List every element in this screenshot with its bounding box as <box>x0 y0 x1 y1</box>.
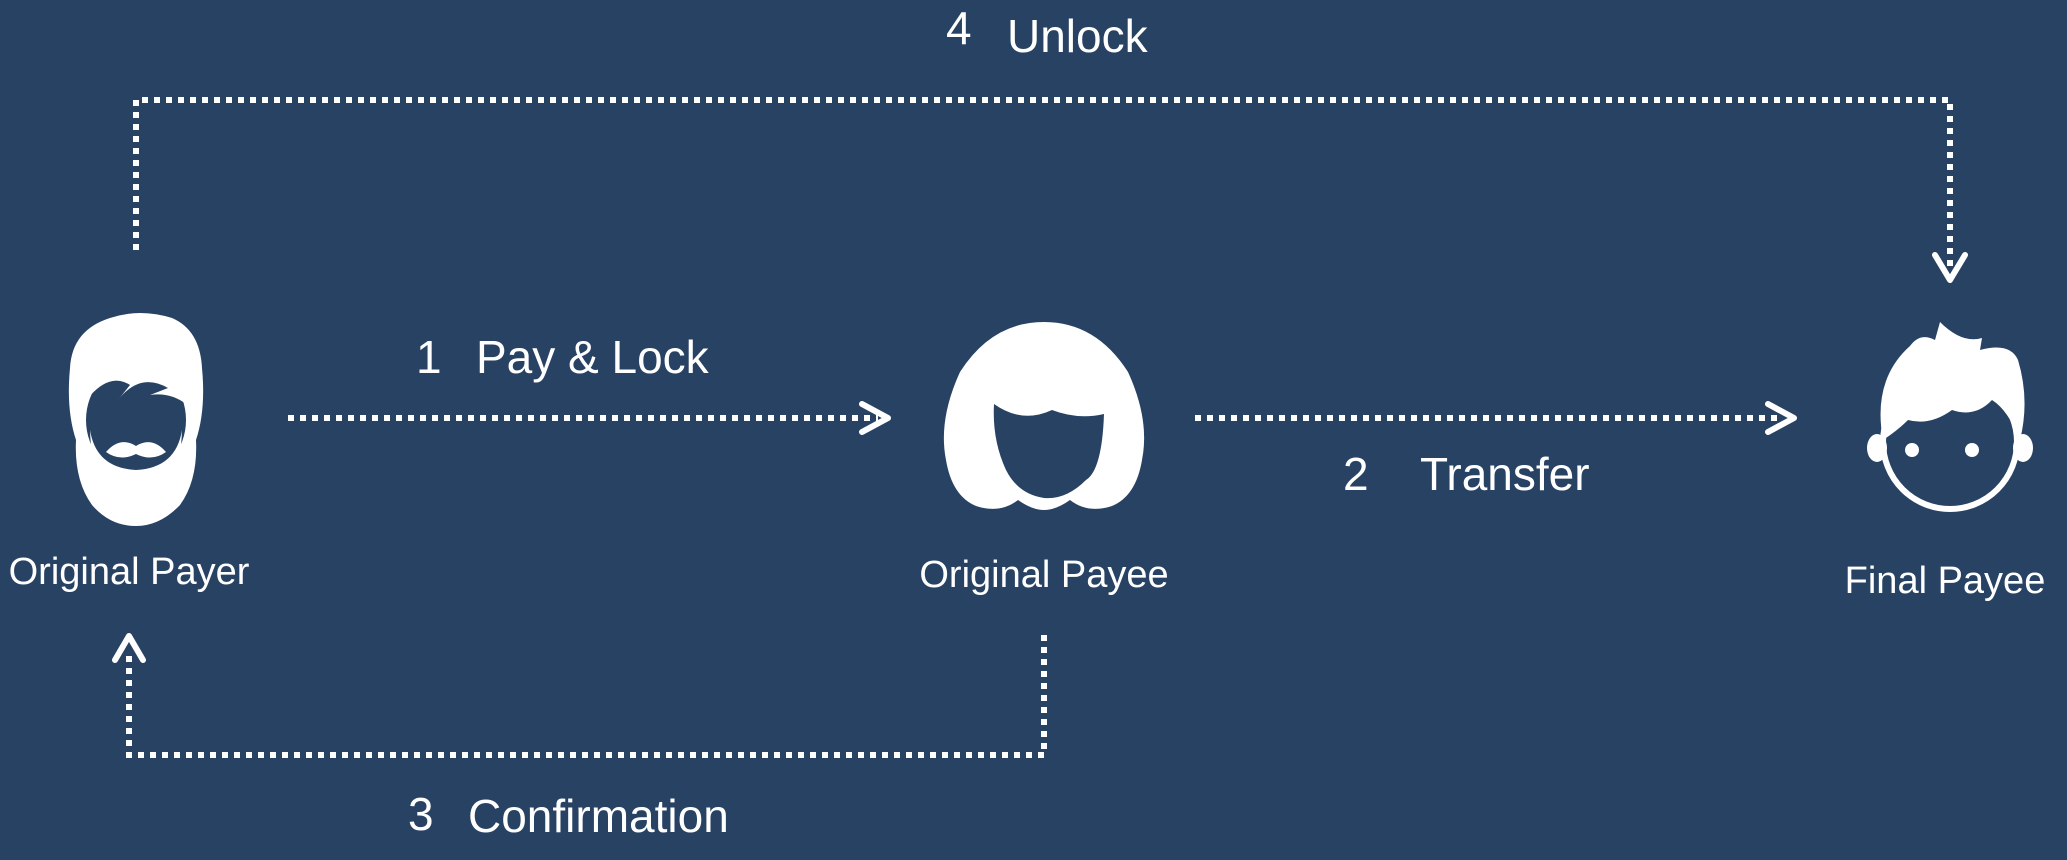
step-confirmation-connector <box>112 633 1047 758</box>
original-payee-label: Original Payee <box>919 554 1168 596</box>
step-unlock-number: 4 <box>946 2 972 54</box>
bearded-man-icon <box>68 313 204 526</box>
step-transfer-number: 2 <box>1343 448 1369 500</box>
step-unlock-connector <box>133 97 1968 283</box>
original-payer-label: Original Payer <box>9 551 250 593</box>
boy-icon <box>1867 322 2033 512</box>
step-unlock-label: Unlock <box>1007 10 1149 62</box>
step-confirmation-number: 3 <box>408 788 434 840</box>
step-confirmation-label: Confirmation <box>468 790 729 842</box>
step-pay-lock-connector <box>288 401 891 435</box>
final-payee-label: Final Payee <box>1845 560 2046 602</box>
step-pay-lock-label: Pay & Lock <box>476 331 710 383</box>
step-transfer-label: Transfer <box>1420 448 1590 500</box>
step-pay-lock-number: 1 <box>416 331 442 383</box>
woman-icon <box>943 322 1145 510</box>
step-transfer-connector <box>1195 401 1797 435</box>
